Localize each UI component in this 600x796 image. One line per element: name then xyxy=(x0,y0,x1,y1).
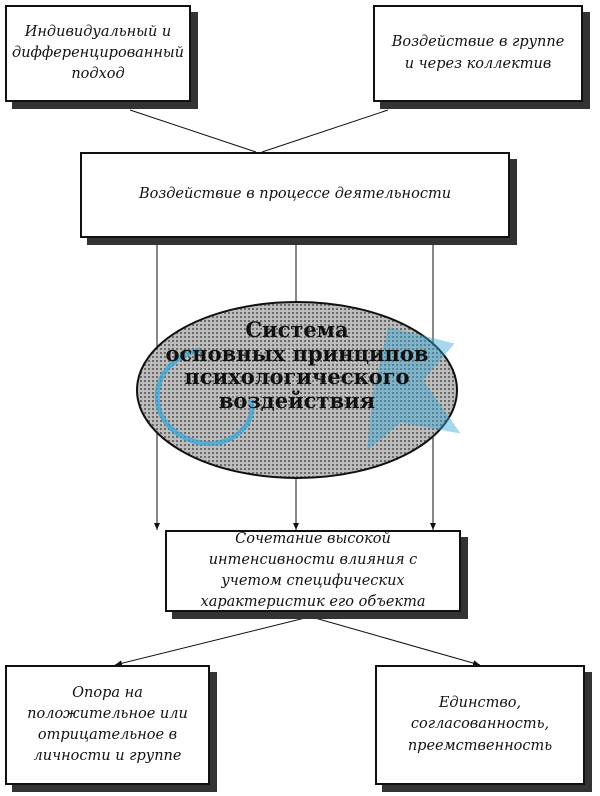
box-text: Опора на положительное или отрицательное… xyxy=(27,684,188,765)
center-title-line: основных принципов xyxy=(165,340,429,366)
connector-bottom-left xyxy=(114,617,306,667)
box-group-influence: Воздействие в группе и через коллектив xyxy=(373,5,583,102)
center-title-line: Система xyxy=(245,317,349,342)
connector-top-right xyxy=(261,109,389,153)
box-text: Воздействие в группе и через коллектив xyxy=(391,34,565,72)
center-oval xyxy=(136,301,458,479)
center-title-line: воздействия xyxy=(218,387,376,413)
connector-bottom-right xyxy=(314,617,481,666)
box-text: Единство, согласованность, преемственнос… xyxy=(407,695,553,754)
watermark-logo xyxy=(154,326,461,451)
connector-top-left xyxy=(129,109,257,153)
box-text: Индивидуальный и дифференцированный подх… xyxy=(12,23,185,82)
box-individual-approach: Индивидуальный и дифференцированный подх… xyxy=(5,5,191,102)
box-unity: Единство, согласованность, преемственнос… xyxy=(375,665,585,785)
center-title-line: психологического xyxy=(184,364,410,390)
box-activity-influence: Воздействие в процессе деятельности xyxy=(80,152,510,238)
center-title: Система основных принципов психологическ… xyxy=(137,318,457,412)
box-text: Сочетание высокой интенсивности влияния … xyxy=(200,530,426,611)
box-reliance: Опора на положительное или отрицательное… xyxy=(5,665,210,785)
box-text: Воздействие в процессе деятельности xyxy=(138,186,452,203)
box-intensity: Сочетание высокой интенсивности влияния … xyxy=(165,530,461,612)
